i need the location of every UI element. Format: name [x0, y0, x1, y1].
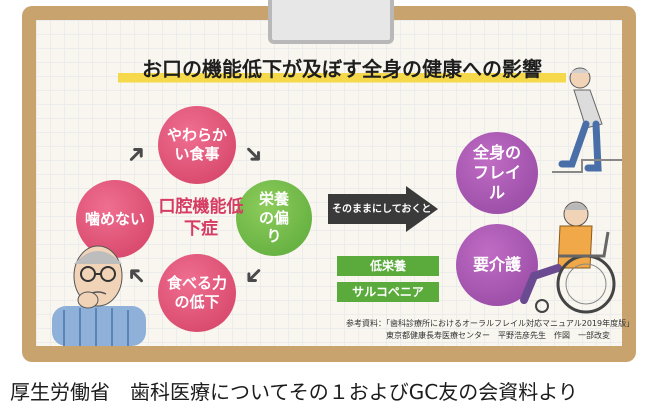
cycle-eating-ability: 食べる力の低下	[158, 254, 236, 332]
reference-line-2: 東京都健康長寿医療センター 平野浩彦先生 作図 一部改変	[386, 331, 610, 340]
outcome-frailty-label: 全身のフレイル	[472, 143, 521, 202]
cycle-soft-food-label: やわらかい食事	[166, 126, 227, 163]
elderly-walking-illustration	[552, 67, 622, 173]
cycle-soft-food: やわらかい食事	[158, 106, 236, 184]
tag-sarcopenia: サルコペニア	[337, 282, 439, 302]
oral-hypofunction-label: 口腔機能低下症	[158, 197, 244, 240]
big-arrow-icon	[328, 186, 438, 232]
arrow-label: そのままにしておくと	[332, 204, 432, 215]
page-title: お口の機能低下が及ぼす全身の健康への影響	[118, 52, 566, 86]
cycle-nutrition-imbalance: 栄養の偏り	[236, 180, 312, 256]
reference-line-1: 参考資料：「歯科診療所におけるオーラルフレイル対応マニュアル2019年度版」	[346, 319, 635, 328]
source-caption: 厚生労働省 歯科医療についてその１およびGC友の会資料より	[10, 380, 578, 404]
worried-man-illustration	[52, 245, 146, 346]
outcome-care-label: 要介護	[472, 255, 521, 274]
cycle-eating-label: 食べる力の低下	[166, 274, 227, 311]
cycle-nutrition-label: 栄養の偏り	[258, 189, 289, 246]
wheelchair-illustration	[520, 201, 616, 314]
cycle-cannot-chew: 噛めない	[76, 180, 154, 258]
tag-undernutrition: 低栄養	[337, 256, 439, 276]
cycle-chew-label: 噛めない	[84, 209, 145, 228]
outcome-frailty: 全身のフレイル	[456, 132, 538, 214]
clipboard-clip	[268, 0, 394, 44]
